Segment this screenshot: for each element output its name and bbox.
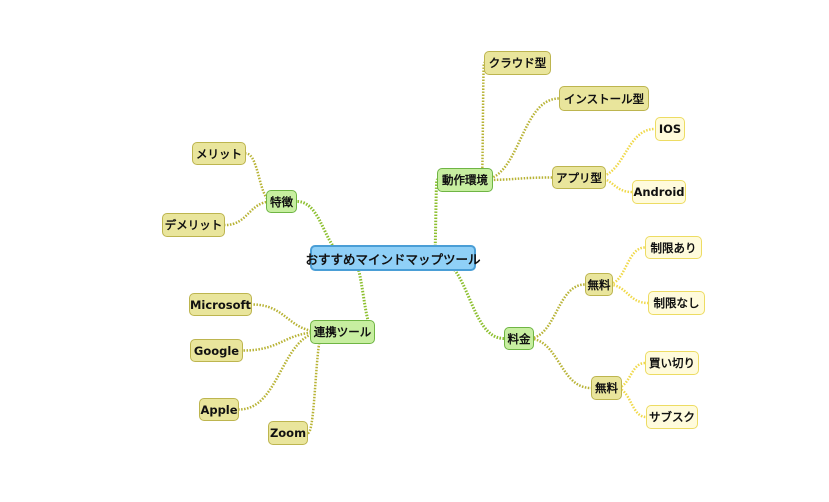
root-node[interactable]: おすすめマインドマップツール <box>306 245 481 271</box>
node-android[interactable]: Android <box>632 180 686 204</box>
node-limited[interactable]: 制限あり <box>645 236 702 259</box>
node-unlimited[interactable]: 制限なし <box>648 291 705 315</box>
connector-env-install <box>481 97 560 182</box>
node-apple[interactable]: Apple <box>199 398 239 421</box>
node-one-time-purchase[interactable]: 買い切り <box>645 351 699 375</box>
node-microsoft[interactable]: Microsoft <box>189 293 252 316</box>
node-cloud-type[interactable]: クラウド型 <box>484 51 551 75</box>
node-integration-tools[interactable]: 連携ツール <box>310 320 375 344</box>
node-operating-environment[interactable]: 動作環境 <box>437 168 493 192</box>
connector-free1-lim2 <box>607 283 649 305</box>
connector-feat-demerit <box>224 200 273 227</box>
node-zoom[interactable]: Zoom <box>268 421 308 445</box>
node-demerit[interactable]: デメリット <box>162 213 225 237</box>
node-ios[interactable]: IOS <box>655 117 685 141</box>
connector-price-free1 <box>527 283 586 340</box>
connector-link-apple <box>238 330 324 411</box>
node-free-2[interactable]: 無料 <box>591 376 622 400</box>
connector-free1-lim1 <box>607 246 646 286</box>
node-install-type[interactable]: インストール型 <box>559 86 649 111</box>
node-google[interactable]: Google <box>190 339 243 362</box>
connector-link-google <box>242 330 324 352</box>
connector-env-cloud <box>480 61 486 182</box>
connector-root-env <box>433 178 439 260</box>
connector-price-free2 <box>527 337 592 390</box>
node-app-type[interactable]: アプリ型 <box>552 166 606 189</box>
node-merit[interactable]: メリット <box>192 142 246 165</box>
node-features[interactable]: 特徴 <box>266 190 297 213</box>
connector-link-zoom <box>306 330 325 435</box>
node-subscription[interactable]: サブスク <box>646 405 698 429</box>
node-price[interactable]: 料金 <box>504 327 534 350</box>
node-free-1[interactable]: 無料 <box>585 273 613 296</box>
connector-app-ios <box>595 127 656 179</box>
